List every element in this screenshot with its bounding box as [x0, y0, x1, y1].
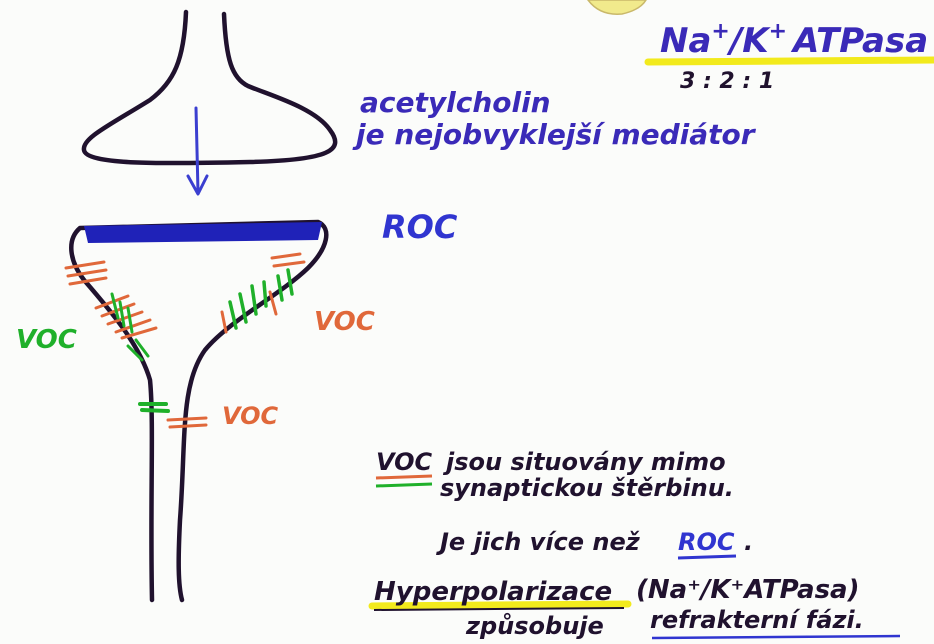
voc-green-stem — [140, 404, 168, 411]
note-refrakterni: refrakterní fázi. — [650, 606, 864, 634]
note-voc-underline-orange — [376, 476, 432, 478]
mediator-line-1: acetylcholin — [360, 86, 551, 119]
note-roc-term: ROC — [678, 528, 735, 556]
roc-label: ROC — [382, 208, 458, 246]
atpase-formula: Na+/K+ATPasa 3 : 2 : 1 — [648, 19, 934, 94]
note-line-1: jsou situovány mimo — [442, 448, 726, 476]
formula-ratio: 3 : 2 : 1 — [680, 69, 774, 94]
note-hyperpolarizace: Hyperpolarizace — [374, 577, 612, 607]
notes-block: VOC jsou situovány mimo synaptickou štěr… — [372, 448, 900, 640]
svg-text:Na+/K+ATPasa: Na+/K+ATPasa — [660, 19, 928, 61]
note-line-3-end: . — [744, 528, 753, 556]
presynaptic-terminal — [84, 12, 335, 163]
formula-yellow-highlight — [648, 60, 934, 62]
note-roc-underline — [678, 556, 736, 558]
voc-label-stem: VOC — [222, 402, 279, 430]
formula-k: /K — [726, 21, 771, 61]
note-line-2: synaptickou štěrbinu. — [440, 474, 734, 502]
note-line-3: Je jich více než — [436, 528, 641, 556]
mediator-line-2: je nejobvyklejší mediátor — [352, 118, 757, 151]
note-atpasa-paren: (Na⁺/K⁺ATPasa) — [636, 575, 860, 605]
note-voc-term: VOC — [376, 448, 433, 476]
yellow-blob-decoration — [588, 0, 646, 14]
release-arrow — [188, 108, 207, 194]
formula-k-charge: + — [769, 19, 787, 44]
note-voc-underline-green — [376, 484, 432, 486]
voc-orange-left-upper — [66, 262, 106, 284]
formula-na-charge: + — [711, 19, 729, 44]
voc-label-right: VOC — [314, 307, 375, 337]
refrakterni-underline — [652, 636, 900, 638]
formula-atpasa: ATPasa — [790, 21, 928, 61]
note-zpusobuje: způsobuje — [465, 612, 604, 640]
formula-na: Na — [660, 21, 711, 61]
voc-label-left: VOC — [16, 325, 77, 355]
